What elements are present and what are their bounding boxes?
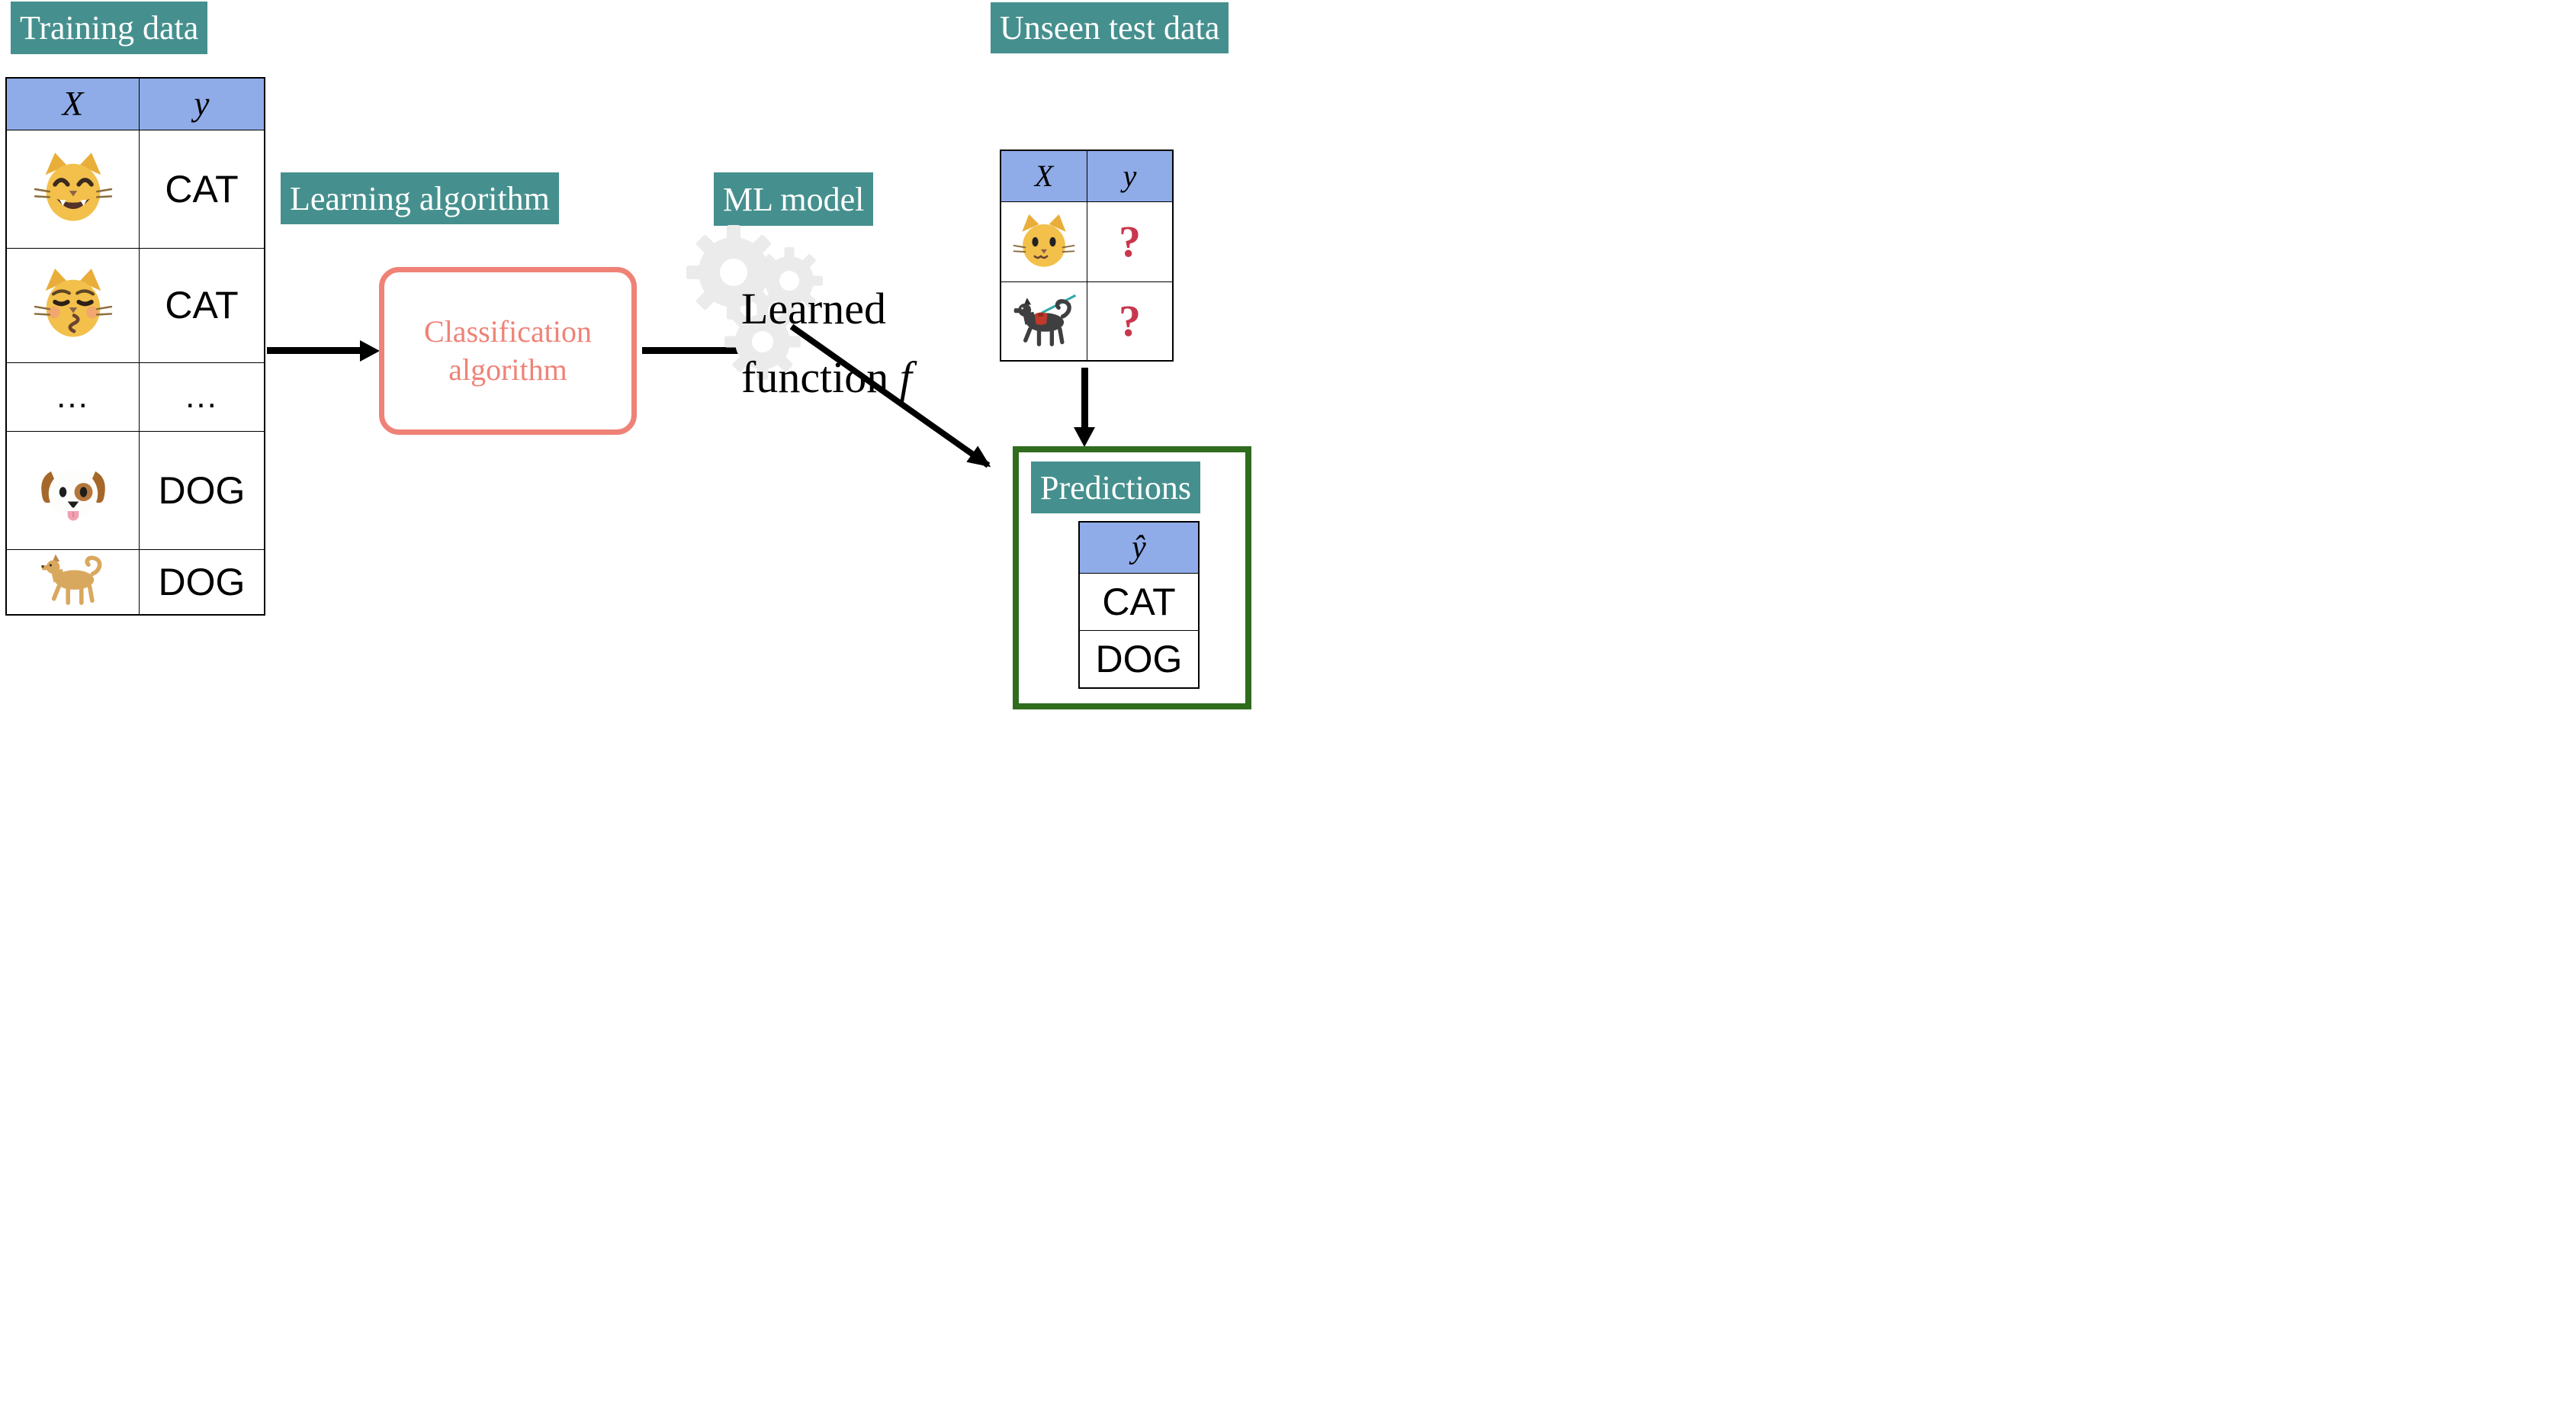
training-label-cell: DOG (139, 548, 265, 616)
ellipsis-cell: ... (139, 362, 265, 432)
training-col-header-x: X (5, 77, 140, 130)
arrowhead-right-icon (360, 340, 380, 362)
table-row: CAT (5, 247, 265, 363)
predictions-col-header-yhat: ŷ (1078, 521, 1200, 574)
ml-classification-diagram: Training data X y (0, 0, 1288, 714)
predictions-table: ŷ CAT DOG (1078, 521, 1200, 689)
walking-dog-emoji (7, 553, 139, 611)
ml-model-label: ML model (714, 172, 874, 226)
table-row: CAT (5, 129, 265, 249)
unknown-label-cell: ? (1087, 281, 1174, 362)
training-label-cell: CAT (139, 129, 265, 249)
grinning-cat-emoji (7, 150, 139, 229)
table-row: ? (1000, 201, 1174, 282)
dog-face-emoji (7, 451, 139, 530)
unseen-test-data-table: X y ? (1000, 150, 1174, 362)
predictions-label: Predictions (1031, 462, 1200, 513)
test-col-header-x: X (1000, 150, 1087, 202)
function-f-symbol: f (899, 352, 912, 402)
test-col-header-y: y (1087, 150, 1174, 202)
table-row: ... ... (5, 362, 265, 432)
predictions-box: Predictions ŷ CAT DOG (1013, 446, 1251, 709)
prediction-cell: DOG (1078, 629, 1200, 689)
table-row: ? (1000, 281, 1174, 362)
classification-algorithm-box: Classification algorithm (379, 267, 637, 435)
learned-function-line1: Learned (741, 284, 886, 333)
unknown-label-cell: ? (1087, 201, 1174, 282)
guide-dog-emoji (1001, 291, 1087, 351)
ellipsis-cell: ... (5, 362, 140, 432)
training-data-table: X y CA (5, 77, 265, 616)
arrow-training-to-algorithm (267, 347, 361, 354)
training-label-cell: DOG (139, 430, 265, 550)
unseen-test-data-label: Unseen test data (991, 2, 1229, 53)
classification-box-line1: Classification (424, 314, 592, 349)
table-row: DOG (1078, 629, 1200, 689)
table-row: DOG (5, 548, 265, 616)
learned-function-text: Learned function f (741, 275, 912, 412)
learning-algorithm-label: Learning algorithm (281, 172, 559, 224)
training-data-label: Training data (11, 2, 208, 54)
classification-box-line2: algorithm (448, 352, 567, 387)
arrow-algorithm-to-model (642, 347, 743, 354)
gears-icon (671, 214, 831, 393)
table-row: DOG (5, 430, 265, 550)
training-col-header-y: y (139, 77, 265, 130)
learned-function-line2: function f (741, 352, 912, 402)
prediction-cell: CAT (1078, 572, 1200, 631)
cat-face-emoji (1001, 211, 1087, 273)
arrow-testdata-to-predictions (1081, 368, 1088, 429)
table-row: CAT (1078, 572, 1200, 631)
arrowhead-down-icon (1074, 427, 1095, 447)
kissing-cat-emoji (7, 265, 139, 345)
training-label-cell: CAT (139, 247, 265, 363)
